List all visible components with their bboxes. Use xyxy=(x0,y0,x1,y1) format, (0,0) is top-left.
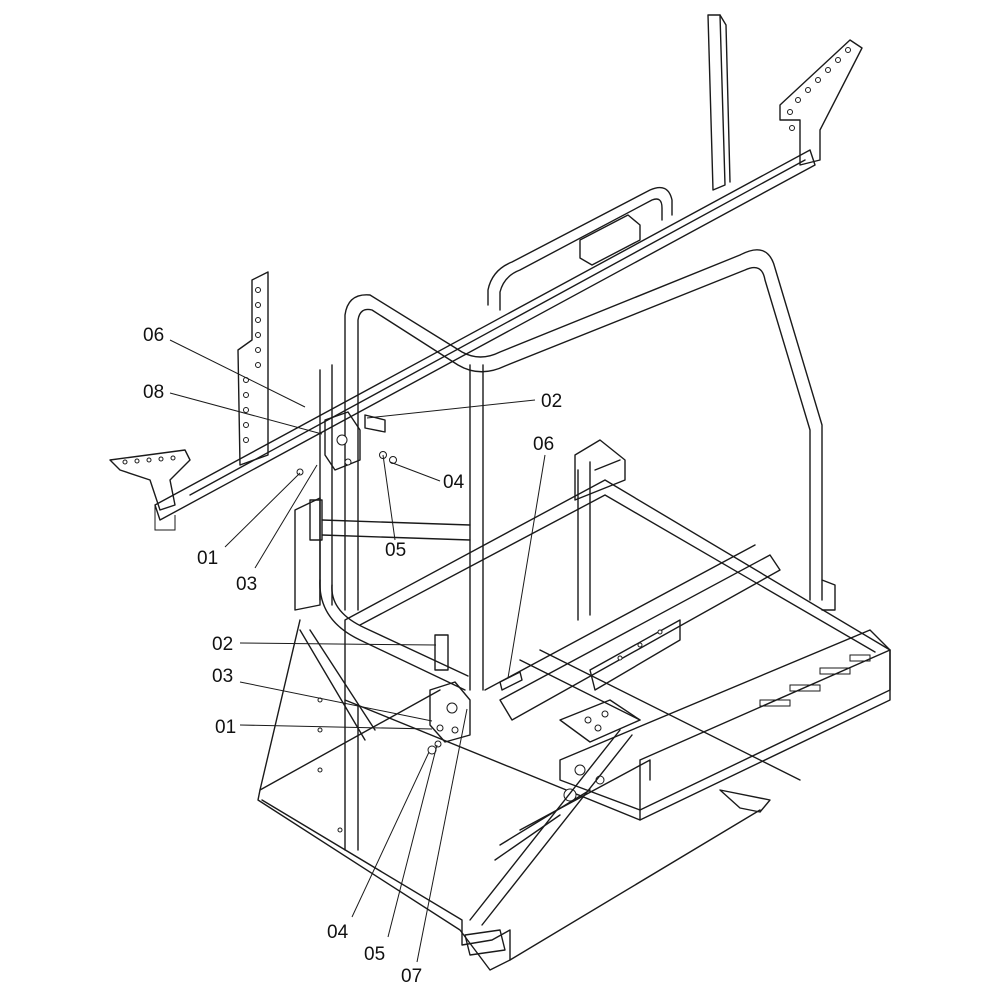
callout-07: 07 xyxy=(401,966,422,987)
callout-01-lower: 01 xyxy=(215,717,236,738)
callout-04-upper: 04 xyxy=(443,472,465,493)
base-structure xyxy=(257,619,771,971)
callout-04-lower: 04 xyxy=(327,922,349,943)
callout-03-lower: 03 xyxy=(212,666,233,687)
callout-06-lower: 06 xyxy=(533,434,554,455)
upper-hinge-bracket xyxy=(324,411,386,471)
callout-03-upper: 03 xyxy=(236,574,257,595)
leader-lines xyxy=(169,339,546,963)
lower-hinge-bracket xyxy=(429,634,471,743)
rear-grab-handle xyxy=(487,186,673,311)
rear-mount-bracket-left xyxy=(109,449,191,511)
rear-upright-post-right xyxy=(707,14,731,191)
callout-05-lower: 05 xyxy=(364,944,385,965)
callout-02-upper: 02 xyxy=(541,391,562,412)
rear-mount-bracket-right xyxy=(779,39,863,166)
fasteners xyxy=(296,451,523,755)
callout-02-lower: 02 xyxy=(212,634,233,655)
callout-01-upper: 01 xyxy=(197,548,218,569)
main-handrail-loop xyxy=(344,249,836,691)
rear-upright-post-left xyxy=(237,271,269,466)
upper-rear-rail xyxy=(154,149,816,531)
callout-08: 08 xyxy=(143,382,164,403)
center-mount-plate xyxy=(559,699,641,743)
side-gate-rail xyxy=(294,364,471,691)
front-cross-member xyxy=(559,629,891,811)
callout-05-upper: 05 xyxy=(385,540,406,561)
platform-rear-post xyxy=(574,439,626,621)
callout-06-upper: 06 xyxy=(143,325,164,346)
platform-frame xyxy=(344,479,891,821)
